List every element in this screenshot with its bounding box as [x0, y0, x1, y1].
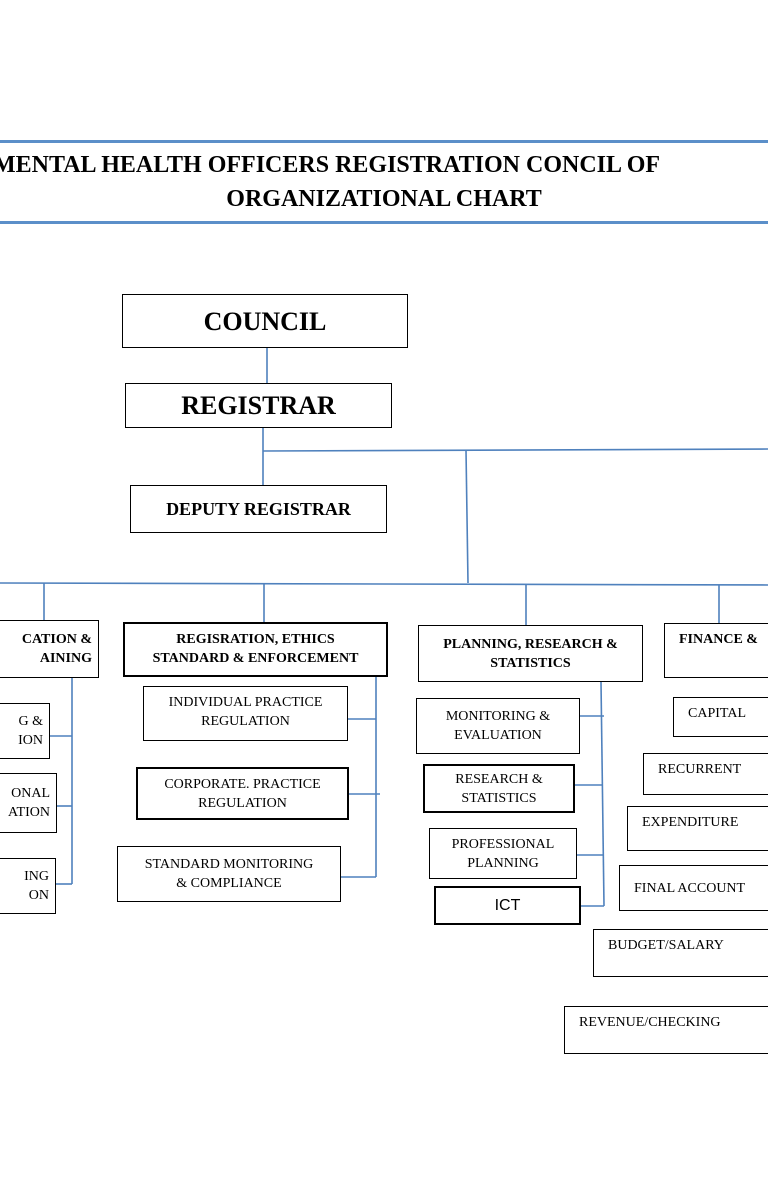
expenditure-box: EXPENDITURE [627, 806, 768, 851]
capital-box: CAPITAL [673, 697, 768, 737]
education-unit-1: G & ION [0, 703, 50, 759]
monitoring-evaluation-box: MONITORING & EVALUATION [416, 698, 580, 754]
title-rule-bottom [0, 221, 768, 224]
budget-salary-box: BUDGET/SALARY [593, 929, 768, 977]
ict-box: ICT [434, 886, 581, 925]
education-unit-2: ONAL ATION [0, 773, 57, 833]
professional-planning-box: PROFESSIONAL PLANNING [429, 828, 577, 879]
standard-monitoring-compliance-box: STANDARD MONITORING & COMPLIANCE [117, 846, 341, 902]
final-account-box: FINAL ACCOUNT [619, 865, 768, 911]
planning-research-statistics-box: PLANNING, RESEARCH & STATISTICS [418, 625, 643, 682]
council-box: COUNCIL [122, 294, 408, 348]
individual-practice-regulation-box: INDIVIDUAL PRACTICE REGULATION [143, 686, 348, 741]
corporate-practice-regulation-box: CORPORATE. PRACTICE REGULATION [136, 767, 349, 820]
education-unit-3: ING ON [0, 858, 56, 914]
research-statistics-box: RESEARCH & STATISTICS [423, 764, 575, 813]
registration-ethics-box: REGISRATION, ETHICS STANDARD & ENFORCEME… [123, 622, 388, 677]
registrar-box: REGISTRAR [125, 383, 392, 428]
chart-title-line-2: ORGANIZATIONAL CHART [226, 186, 542, 212]
chart-title-line-1: MENTAL HEALTH OFFICERS REGISTRATION CONC… [0, 152, 661, 178]
education-training-box: CATION & AINING [0, 620, 99, 678]
title-rule-top [0, 140, 768, 143]
recurrent-box: RECURRENT [643, 753, 768, 795]
deputy-registrar-box: DEPUTY REGISTRAR [130, 485, 387, 533]
finance-box: FINANCE & [664, 623, 768, 678]
revenue-checking-box: REVENUE/CHECKING [564, 1006, 768, 1054]
